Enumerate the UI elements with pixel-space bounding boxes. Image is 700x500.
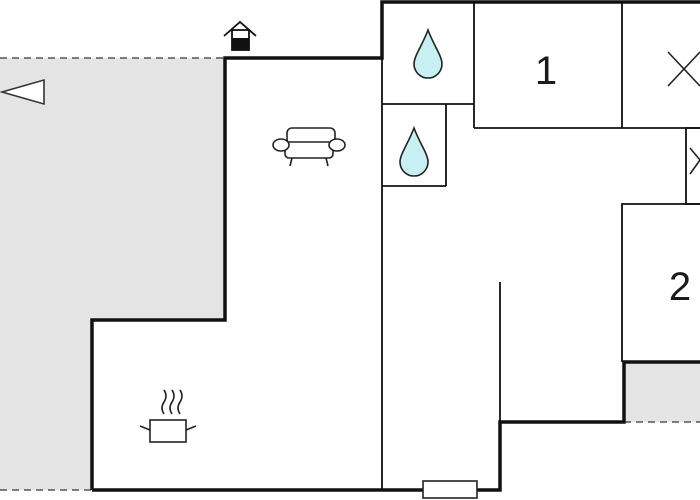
- cooking-pot-icon: [139, 389, 197, 443]
- interior-walls: [381, 2, 700, 490]
- door-icon: [422, 480, 478, 499]
- sofa-icon: [272, 127, 346, 167]
- water-drop-icon: [413, 27, 443, 79]
- room-label-1: 1: [535, 49, 557, 93]
- house-entrance-icon: [223, 20, 257, 51]
- cross-icon: [689, 147, 700, 175]
- water-drop-icon: [399, 125, 429, 177]
- terrace-area-left: [0, 58, 225, 490]
- compass-direction-icon: [0, 78, 45, 106]
- outer-walls: [90, 0, 700, 492]
- cross-icon: [667, 51, 700, 87]
- room-label-2: 2: [669, 265, 691, 309]
- terrace-area-right: [624, 362, 700, 422]
